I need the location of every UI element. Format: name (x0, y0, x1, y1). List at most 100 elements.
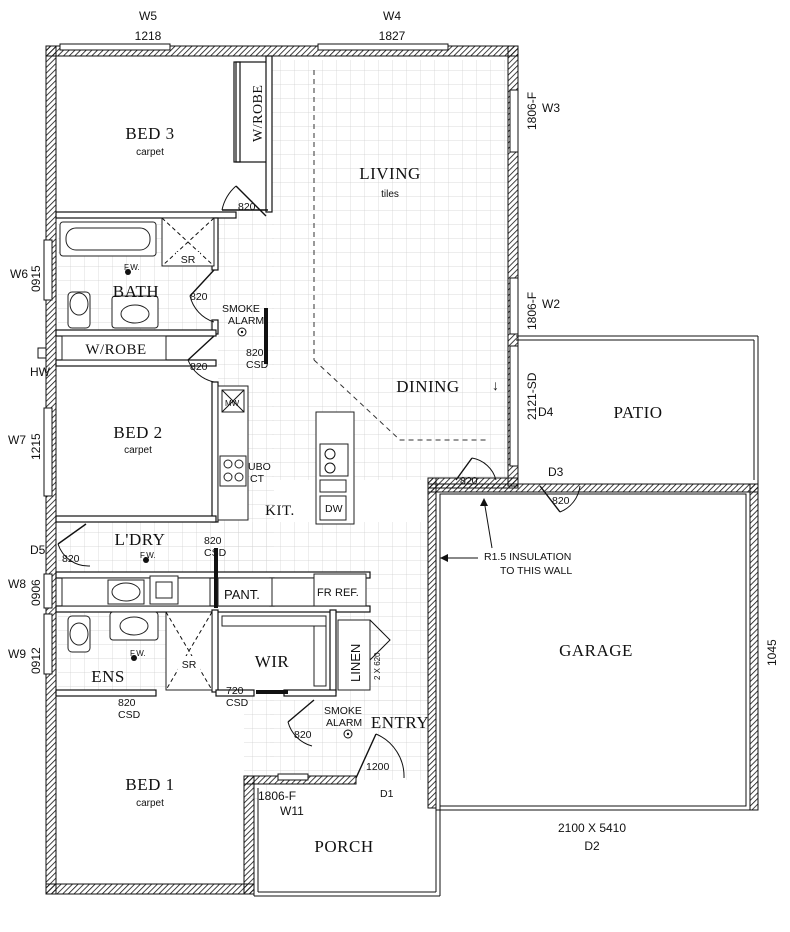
insulation-note-line1: R1.5 INSULATION (484, 551, 571, 563)
room-label-entry: ENTRY (371, 713, 429, 732)
room-label-porch: PORCH (314, 837, 373, 856)
window-w6-size: 0915 (29, 265, 43, 292)
window-w11-size: 1806-F (258, 789, 296, 803)
ldry-slider (214, 548, 218, 608)
door-d5[interactable] (57, 523, 91, 567)
smoke-alarm-top-line1: SMOKE (222, 303, 260, 315)
oven-label: UBO (248, 461, 271, 473)
garage-outline (439, 493, 747, 807)
window-w2-size: 1806-F (525, 292, 539, 330)
bathtub (59, 221, 157, 257)
window-w9-id: W9 (8, 647, 26, 661)
window-w9-size: 0912 (29, 647, 43, 674)
wrobe-mid-box (61, 335, 167, 361)
ensuite-fixtures (67, 611, 159, 661)
room-label-wrobe-mid: W/ROBE (85, 342, 146, 358)
ens-csd-size: 820 (118, 697, 136, 709)
room-label-dining: DINING (396, 377, 459, 396)
ldry-csd-size: 820 (204, 535, 222, 547)
shower-label-top: SR (181, 254, 196, 266)
door-d1-id: D1 (380, 788, 394, 800)
room-label-living: LIVING (359, 164, 421, 183)
window-w4-size: 1827 (379, 29, 406, 43)
room-label-bed2: BED 2 (113, 423, 162, 442)
room-label-fr: FR (317, 587, 332, 599)
pantry-box (217, 577, 273, 607)
insulation-arrowhead-2 (440, 554, 448, 562)
wir-shelf-top (221, 615, 327, 627)
smoke-alarm-top-line2: ALARM (228, 315, 264, 327)
wir-shelf-side (313, 625, 327, 687)
window-w6-id: W6 (10, 267, 28, 281)
floor-label-bed1: carpet (136, 798, 164, 809)
window-w5-id: W5 (139, 9, 157, 23)
insulation-note-line2: TO THIS WALL (500, 565, 572, 577)
room-label-bed3: BED 3 (125, 124, 174, 143)
floor-label-bed2: carpet (124, 445, 152, 456)
door-garage-size: 820 (460, 475, 478, 487)
door-bed1[interactable] (287, 699, 315, 747)
laundry-fixtures (61, 557, 211, 607)
door-d1-size: 1200 (366, 761, 390, 773)
wir-slider (256, 690, 288, 694)
door-d5-size: 820 (62, 553, 80, 565)
room-label-bath: BATH (113, 282, 159, 301)
window-w5-size: 1218 (135, 29, 162, 43)
linen-box (337, 619, 371, 691)
door-hall-csd: CSD (246, 359, 269, 371)
room-label-ldry: L'DRY (115, 530, 166, 549)
carpeted-rooms (58, 62, 756, 886)
window-w7-id: W7 (8, 433, 26, 447)
pantry-shelf (271, 577, 315, 607)
room-label-garage: GARAGE (559, 641, 633, 660)
smoke-alarm-entry-line2: ALARM (326, 717, 362, 729)
linen-door-swing (369, 619, 391, 661)
window-w3-id: W3 (542, 101, 560, 115)
door-d3[interactable] (539, 485, 581, 513)
shower-recess-top: SR (161, 217, 215, 267)
garage-dim: 1045 (765, 639, 779, 666)
door-bed3-size: 820 (238, 201, 256, 213)
microwave-label: MW (225, 399, 240, 408)
room-label-patio: PATIO (613, 403, 662, 422)
window-w8-id: W8 (8, 577, 26, 591)
door-bath[interactable] (189, 269, 215, 323)
door-bed1-size: 820 (294, 729, 312, 741)
floor-label-bed3: carpet (136, 147, 164, 158)
kitchen-bench (217, 385, 249, 521)
kitchen-island (315, 411, 355, 525)
door-d3-size: 820 (552, 495, 570, 507)
window-w3-size: 1806-F (525, 92, 539, 130)
wir-csd-size: 720 (226, 685, 244, 697)
window-hw-id: HW (30, 365, 51, 379)
room-label-ens: ENS (91, 667, 125, 686)
door-garage-entry[interactable] (455, 457, 497, 481)
door-d3-id: D3 (548, 465, 564, 479)
door-bed2-size: 820 (190, 361, 208, 373)
living-zone-dash-bottom (313, 359, 488, 441)
room-label-wir: WIR (255, 652, 290, 671)
porch-outline (253, 784, 441, 897)
door-d5-id: D5 (30, 543, 46, 557)
door-bed2[interactable] (187, 335, 215, 383)
window-w2-id: W2 (542, 297, 560, 311)
internal-walls (55, 55, 371, 697)
shower-label-ens: SR (182, 659, 197, 671)
door-d1[interactable] (355, 733, 405, 779)
window-w11-id: W11 (280, 804, 304, 818)
stair-arrow-icon: ↓ (492, 377, 499, 393)
floor-waste-bath: F.W. (124, 263, 140, 272)
fridge-recess (313, 573, 367, 607)
insulation-leader (483, 499, 493, 549)
patio-outline (516, 335, 759, 484)
dishwasher-label: DW (325, 503, 343, 515)
door-bed3[interactable] (221, 185, 268, 217)
door-d4-size: 2121-SD (525, 372, 539, 420)
smoke-alarm-entry-icon (343, 729, 353, 739)
room-label-bed1: BED 1 (125, 775, 174, 794)
wir-csd-label: CSD (226, 697, 249, 709)
linen-cupboard-wall (264, 308, 268, 364)
windows (37, 43, 519, 781)
door-d2-id: D2 (584, 839, 600, 853)
